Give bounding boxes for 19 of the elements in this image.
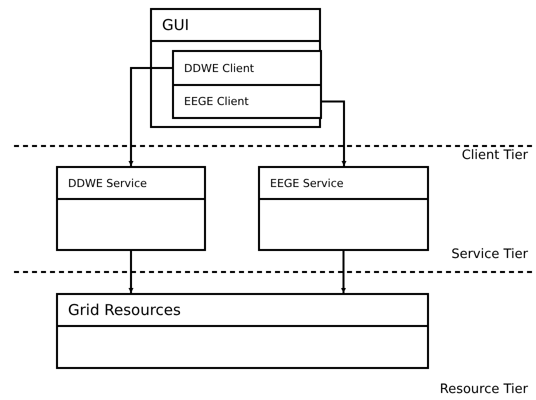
box-title: EEGE Client	[184, 95, 249, 108]
arrow	[128, 67, 172, 166]
tier-label: Resource Tier	[440, 382, 528, 397]
box-title: EEGE Service	[270, 176, 344, 190]
box-title: GUI	[162, 16, 190, 34]
box-title: DDWE Client	[184, 62, 254, 74]
box-title: DDWE Service	[68, 176, 147, 190]
class-box	[56, 293, 429, 369]
class-box	[56, 166, 206, 251]
box-title: Grid Resources	[68, 301, 181, 319]
class-box	[172, 50, 322, 86]
class-box	[258, 166, 429, 251]
arrow	[341, 251, 346, 293]
class-box	[150, 8, 321, 128]
tier-label: Client Tier	[462, 148, 528, 163]
arrow	[128, 251, 134, 293]
class-box	[172, 84, 322, 119]
arrow	[322, 100, 346, 166]
tier-label: Service Tier	[451, 247, 528, 262]
